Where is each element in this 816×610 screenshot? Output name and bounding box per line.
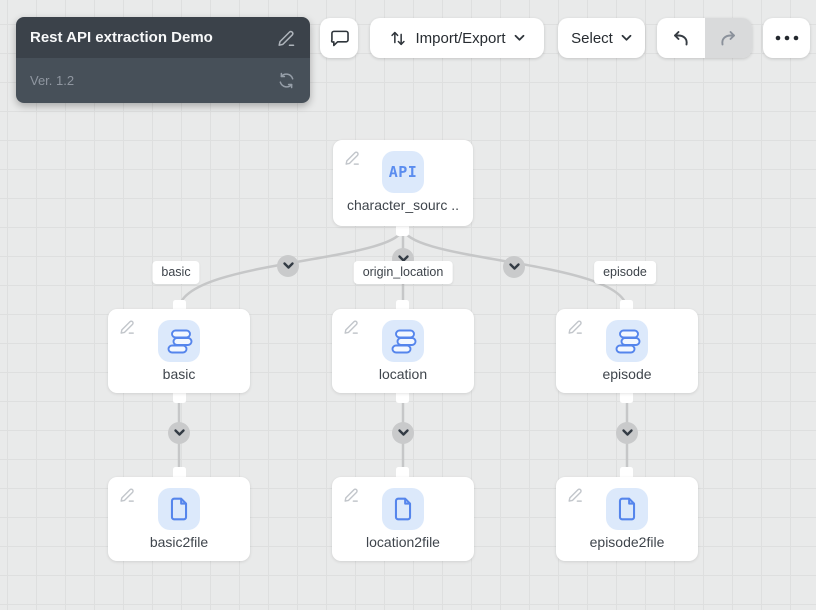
import-export-button[interactable]: Import/Export	[370, 18, 544, 58]
chevron-down-icon	[397, 255, 409, 262]
node-label: basic2file	[149, 534, 209, 550]
undo-icon	[673, 31, 688, 46]
node-basic2file[interactable]: basic2file	[108, 477, 250, 561]
project-title: Rest API extraction Demo	[30, 29, 213, 46]
redo-icon	[721, 31, 736, 46]
edge-label-origin-location: origin_location	[353, 261, 453, 284]
redo-button[interactable]	[704, 18, 752, 58]
edge-label-episode: episode	[594, 261, 656, 284]
stack-icon	[382, 320, 424, 362]
output-port[interactable]	[396, 390, 409, 403]
undo-redo-group	[657, 18, 752, 58]
import-export-arrows-icon	[391, 31, 406, 46]
api-icon-text: API	[388, 163, 418, 181]
node-label: episode2file	[589, 534, 665, 550]
file-icon-glyph	[394, 497, 412, 521]
project-title-panel: Rest API extraction Demo Ver. 1.2	[16, 17, 310, 103]
edge-label-basic: basic	[152, 261, 200, 284]
output-port[interactable]	[396, 223, 409, 236]
edge-collapse-button[interactable]	[616, 422, 638, 444]
node-location[interactable]: location	[332, 309, 474, 393]
chevron-down-icon	[397, 429, 409, 436]
file-icon	[606, 488, 648, 530]
node-episode2file[interactable]: episode2file	[556, 477, 698, 561]
node-location2file[interactable]: location2file	[332, 477, 474, 561]
chevron-down-icon	[514, 34, 524, 41]
input-port[interactable]	[396, 467, 409, 480]
edge-collapse-button[interactable]	[277, 255, 299, 277]
chevron-down-icon	[621, 429, 633, 436]
node-label: location	[378, 366, 428, 382]
node-label: episode	[602, 366, 652, 382]
input-port[interactable]	[620, 467, 633, 480]
edit-pencil-icon[interactable]	[119, 318, 136, 335]
project-title-row: Rest API extraction Demo	[16, 17, 310, 58]
file-icon	[382, 488, 424, 530]
chevron-down-icon	[508, 263, 520, 270]
edge-collapse-button[interactable]	[503, 256, 525, 278]
output-port[interactable]	[173, 390, 186, 403]
node-label: location2file	[366, 534, 440, 550]
node-character-source[interactable]: API character_sourc ..	[333, 140, 473, 226]
more-options-button[interactable]	[763, 18, 810, 58]
select-button[interactable]: Select	[558, 18, 645, 58]
edit-pencil-icon[interactable]	[343, 486, 360, 503]
file-icon-glyph	[618, 497, 636, 521]
node-label: character_sourc ..	[346, 197, 460, 213]
stack-icon	[606, 320, 648, 362]
edge-collapse-button[interactable]	[392, 422, 414, 444]
input-port[interactable]	[173, 467, 186, 480]
chevron-down-icon	[621, 34, 632, 41]
edit-title-pencil-icon[interactable]	[277, 28, 296, 47]
stack-icon-glyph	[391, 329, 416, 353]
node-basic[interactable]: basic	[108, 309, 250, 393]
chevron-down-icon	[173, 429, 185, 436]
file-icon-glyph	[170, 497, 188, 521]
undo-button[interactable]	[657, 18, 705, 58]
edit-pencil-icon[interactable]	[119, 486, 136, 503]
comment-button[interactable]	[320, 18, 358, 58]
stack-icon-glyph	[167, 329, 192, 353]
node-label: basic	[162, 366, 196, 382]
chevron-down-icon	[282, 262, 294, 269]
file-icon	[158, 488, 200, 530]
edit-pencil-icon[interactable]	[567, 318, 584, 335]
edge-collapse-button[interactable]	[168, 422, 190, 444]
edit-pencil-icon[interactable]	[343, 318, 360, 335]
project-version: Ver. 1.2	[30, 73, 75, 88]
select-label: Select	[571, 29, 613, 47]
comment-icon	[330, 30, 349, 47]
stack-icon	[158, 320, 200, 362]
ellipsis-icon	[775, 35, 798, 41]
project-version-row: Ver. 1.2	[16, 58, 310, 103]
edit-pencil-icon[interactable]	[344, 149, 361, 166]
output-port[interactable]	[620, 390, 633, 403]
node-episode[interactable]: episode	[556, 309, 698, 393]
api-icon: API	[382, 151, 424, 193]
edit-pencil-icon[interactable]	[567, 486, 584, 503]
import-export-label: Import/Export	[415, 29, 506, 47]
stack-icon-glyph	[615, 329, 640, 353]
refresh-version-icon[interactable]	[277, 71, 296, 90]
